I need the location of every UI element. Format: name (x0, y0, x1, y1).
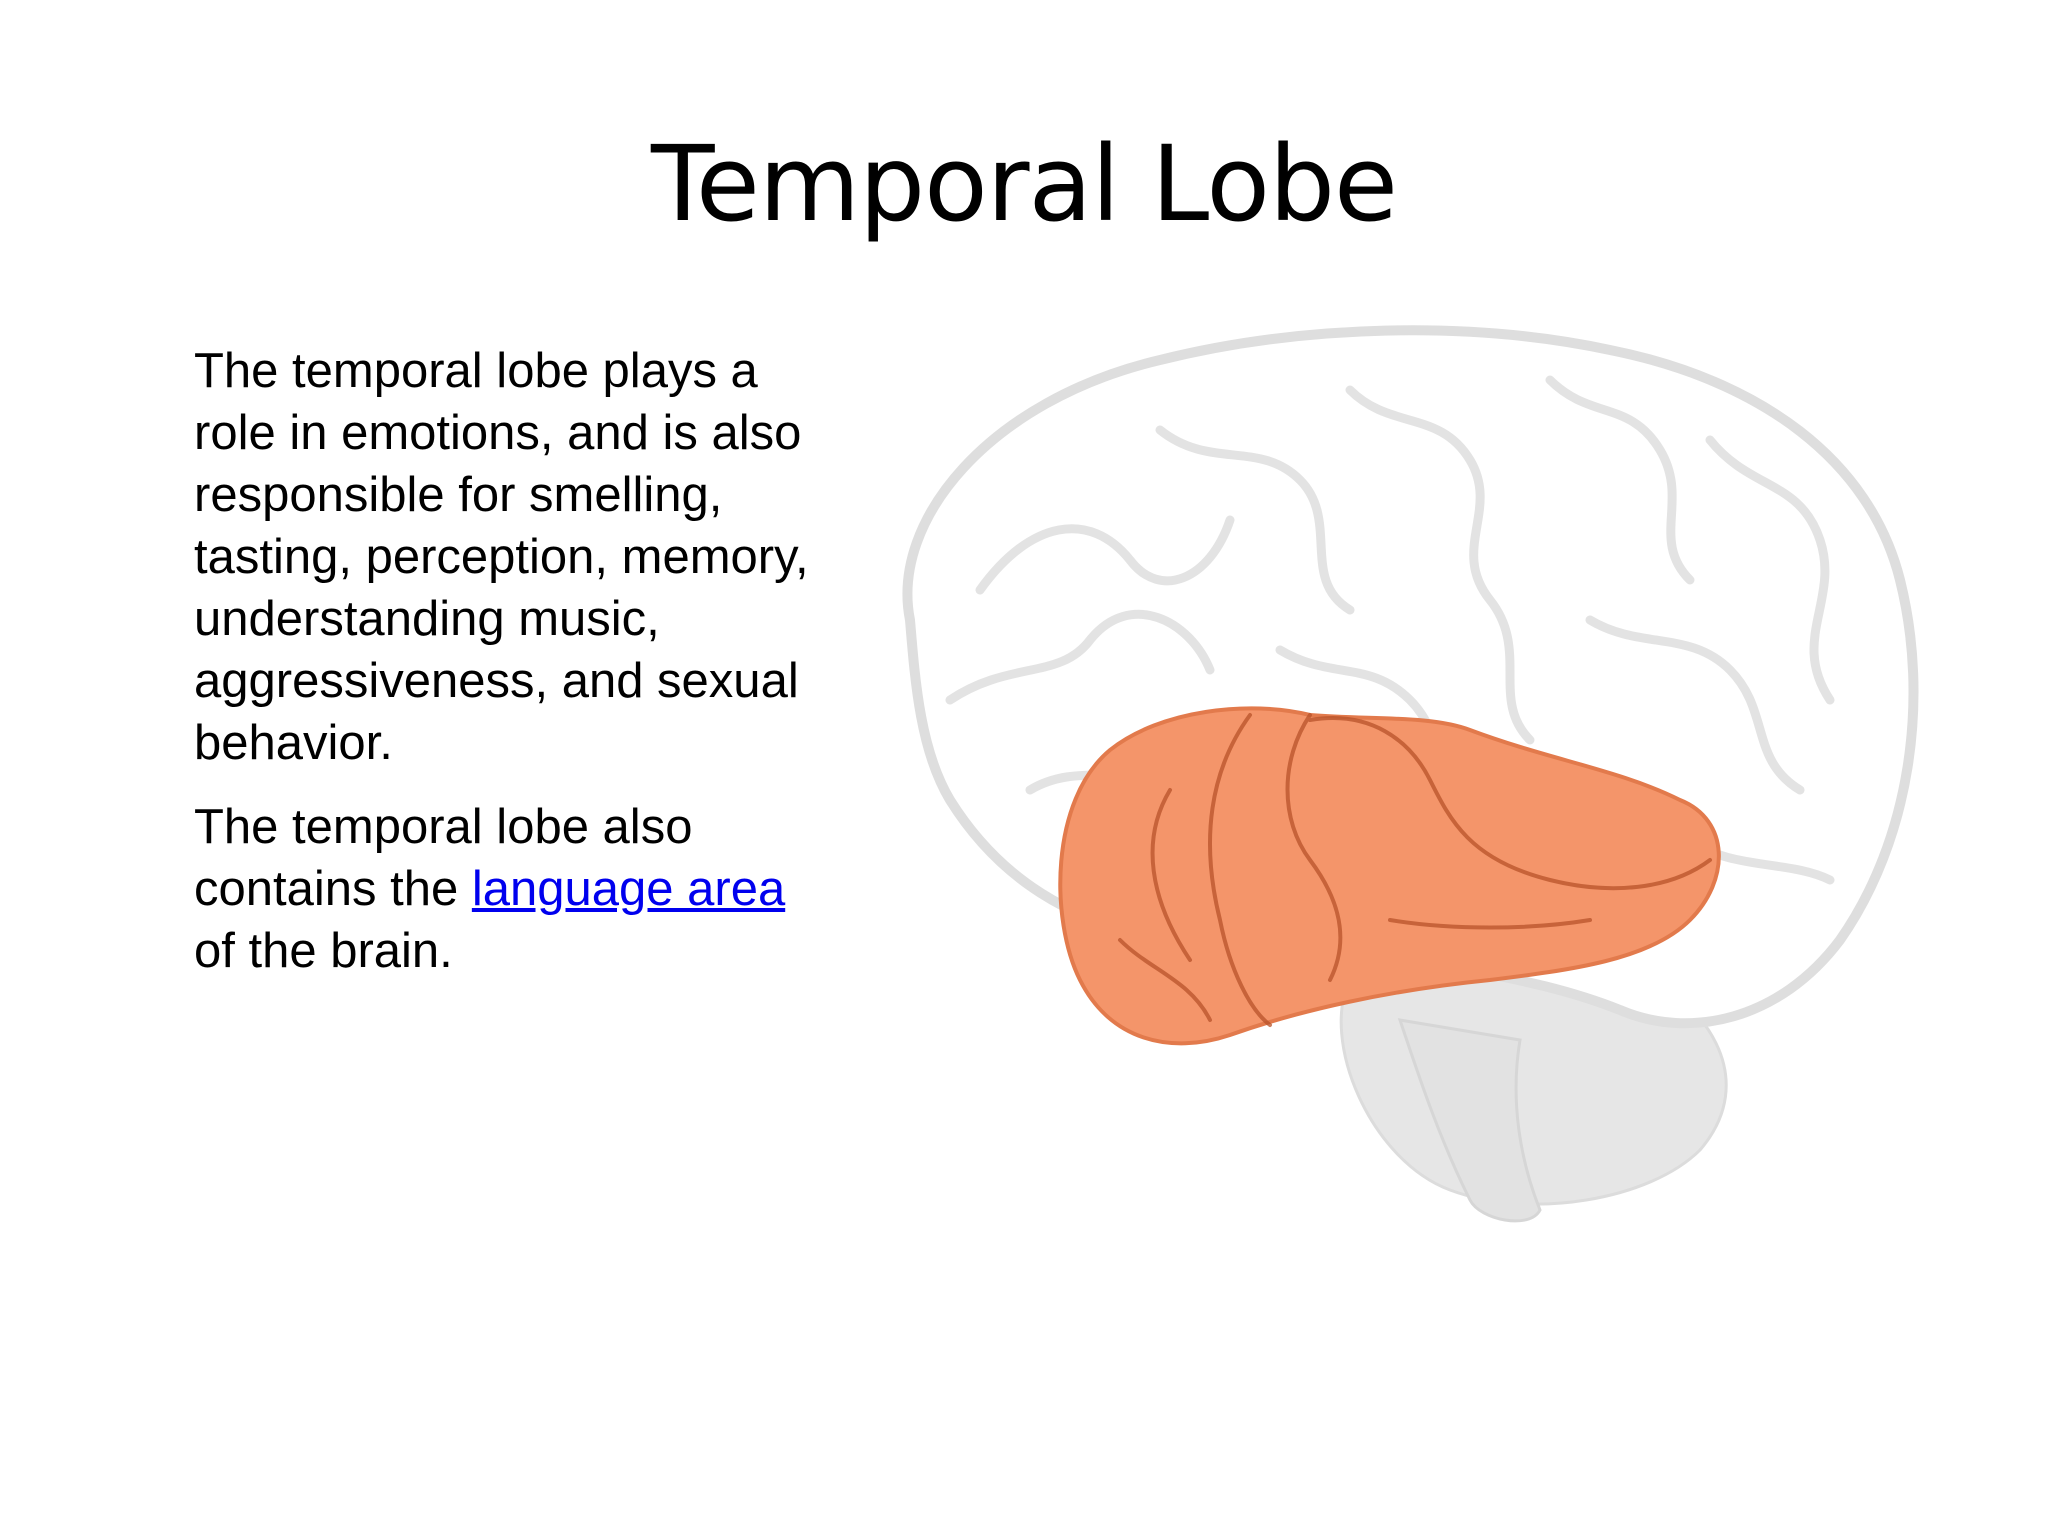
brain-side-view-icon (902, 325, 1919, 1223)
paragraph-emotions: The temporal lobe plays a role in emotio… (194, 344, 809, 770)
temporal-lobe-shape (1058, 706, 1721, 1046)
paragraph-language-end: of the brain. (194, 924, 453, 978)
brain-stem-shape (1397, 1018, 1542, 1223)
paragraph-language-start: The temporal lobe also contains the (194, 800, 693, 916)
temporal-lobe-folds (1118, 713, 1712, 1027)
slide-title: Temporal Lobe (651, 123, 1398, 245)
language-area-link[interactable]: language area (471, 862, 786, 916)
paragraph-language: The temporal lobe also contains the lang… (194, 796, 834, 982)
body-text: The temporal lobe plays a role in emotio… (194, 340, 834, 1004)
